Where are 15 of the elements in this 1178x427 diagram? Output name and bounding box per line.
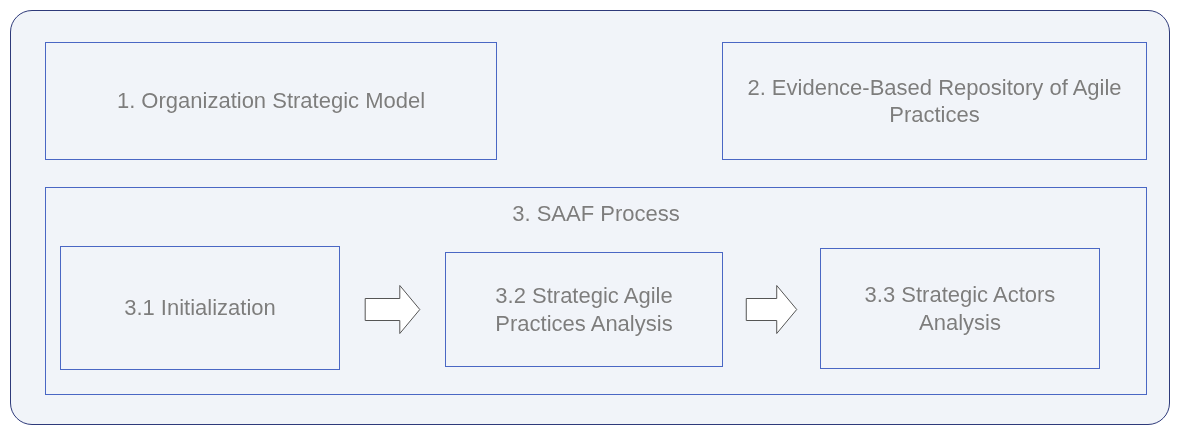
group-box: [45, 187, 1147, 395]
box-label: 1. Organization Strategic Model: [115, 87, 427, 116]
process-box: [60, 246, 340, 370]
process-box: [45, 42, 497, 160]
box-label: 3.2 Strategic Agile Practices Analysis: [494, 282, 674, 338]
box-label: 2. Evidence-Based Repository of Agile Practices: [746, 73, 1123, 129]
block-arrow: [364, 285, 421, 334]
container-box: [10, 10, 1170, 425]
process-box: [820, 248, 1100, 369]
box-label: 3.1 Initialization: [123, 294, 277, 323]
box-label: 3.3 Strategic Actors Analysis: [863, 281, 1057, 337]
process-box: [722, 42, 1147, 160]
group-title: 3. SAAF Process: [511, 200, 681, 228]
process-box: [445, 252, 723, 367]
block-arrow: [745, 285, 798, 334]
